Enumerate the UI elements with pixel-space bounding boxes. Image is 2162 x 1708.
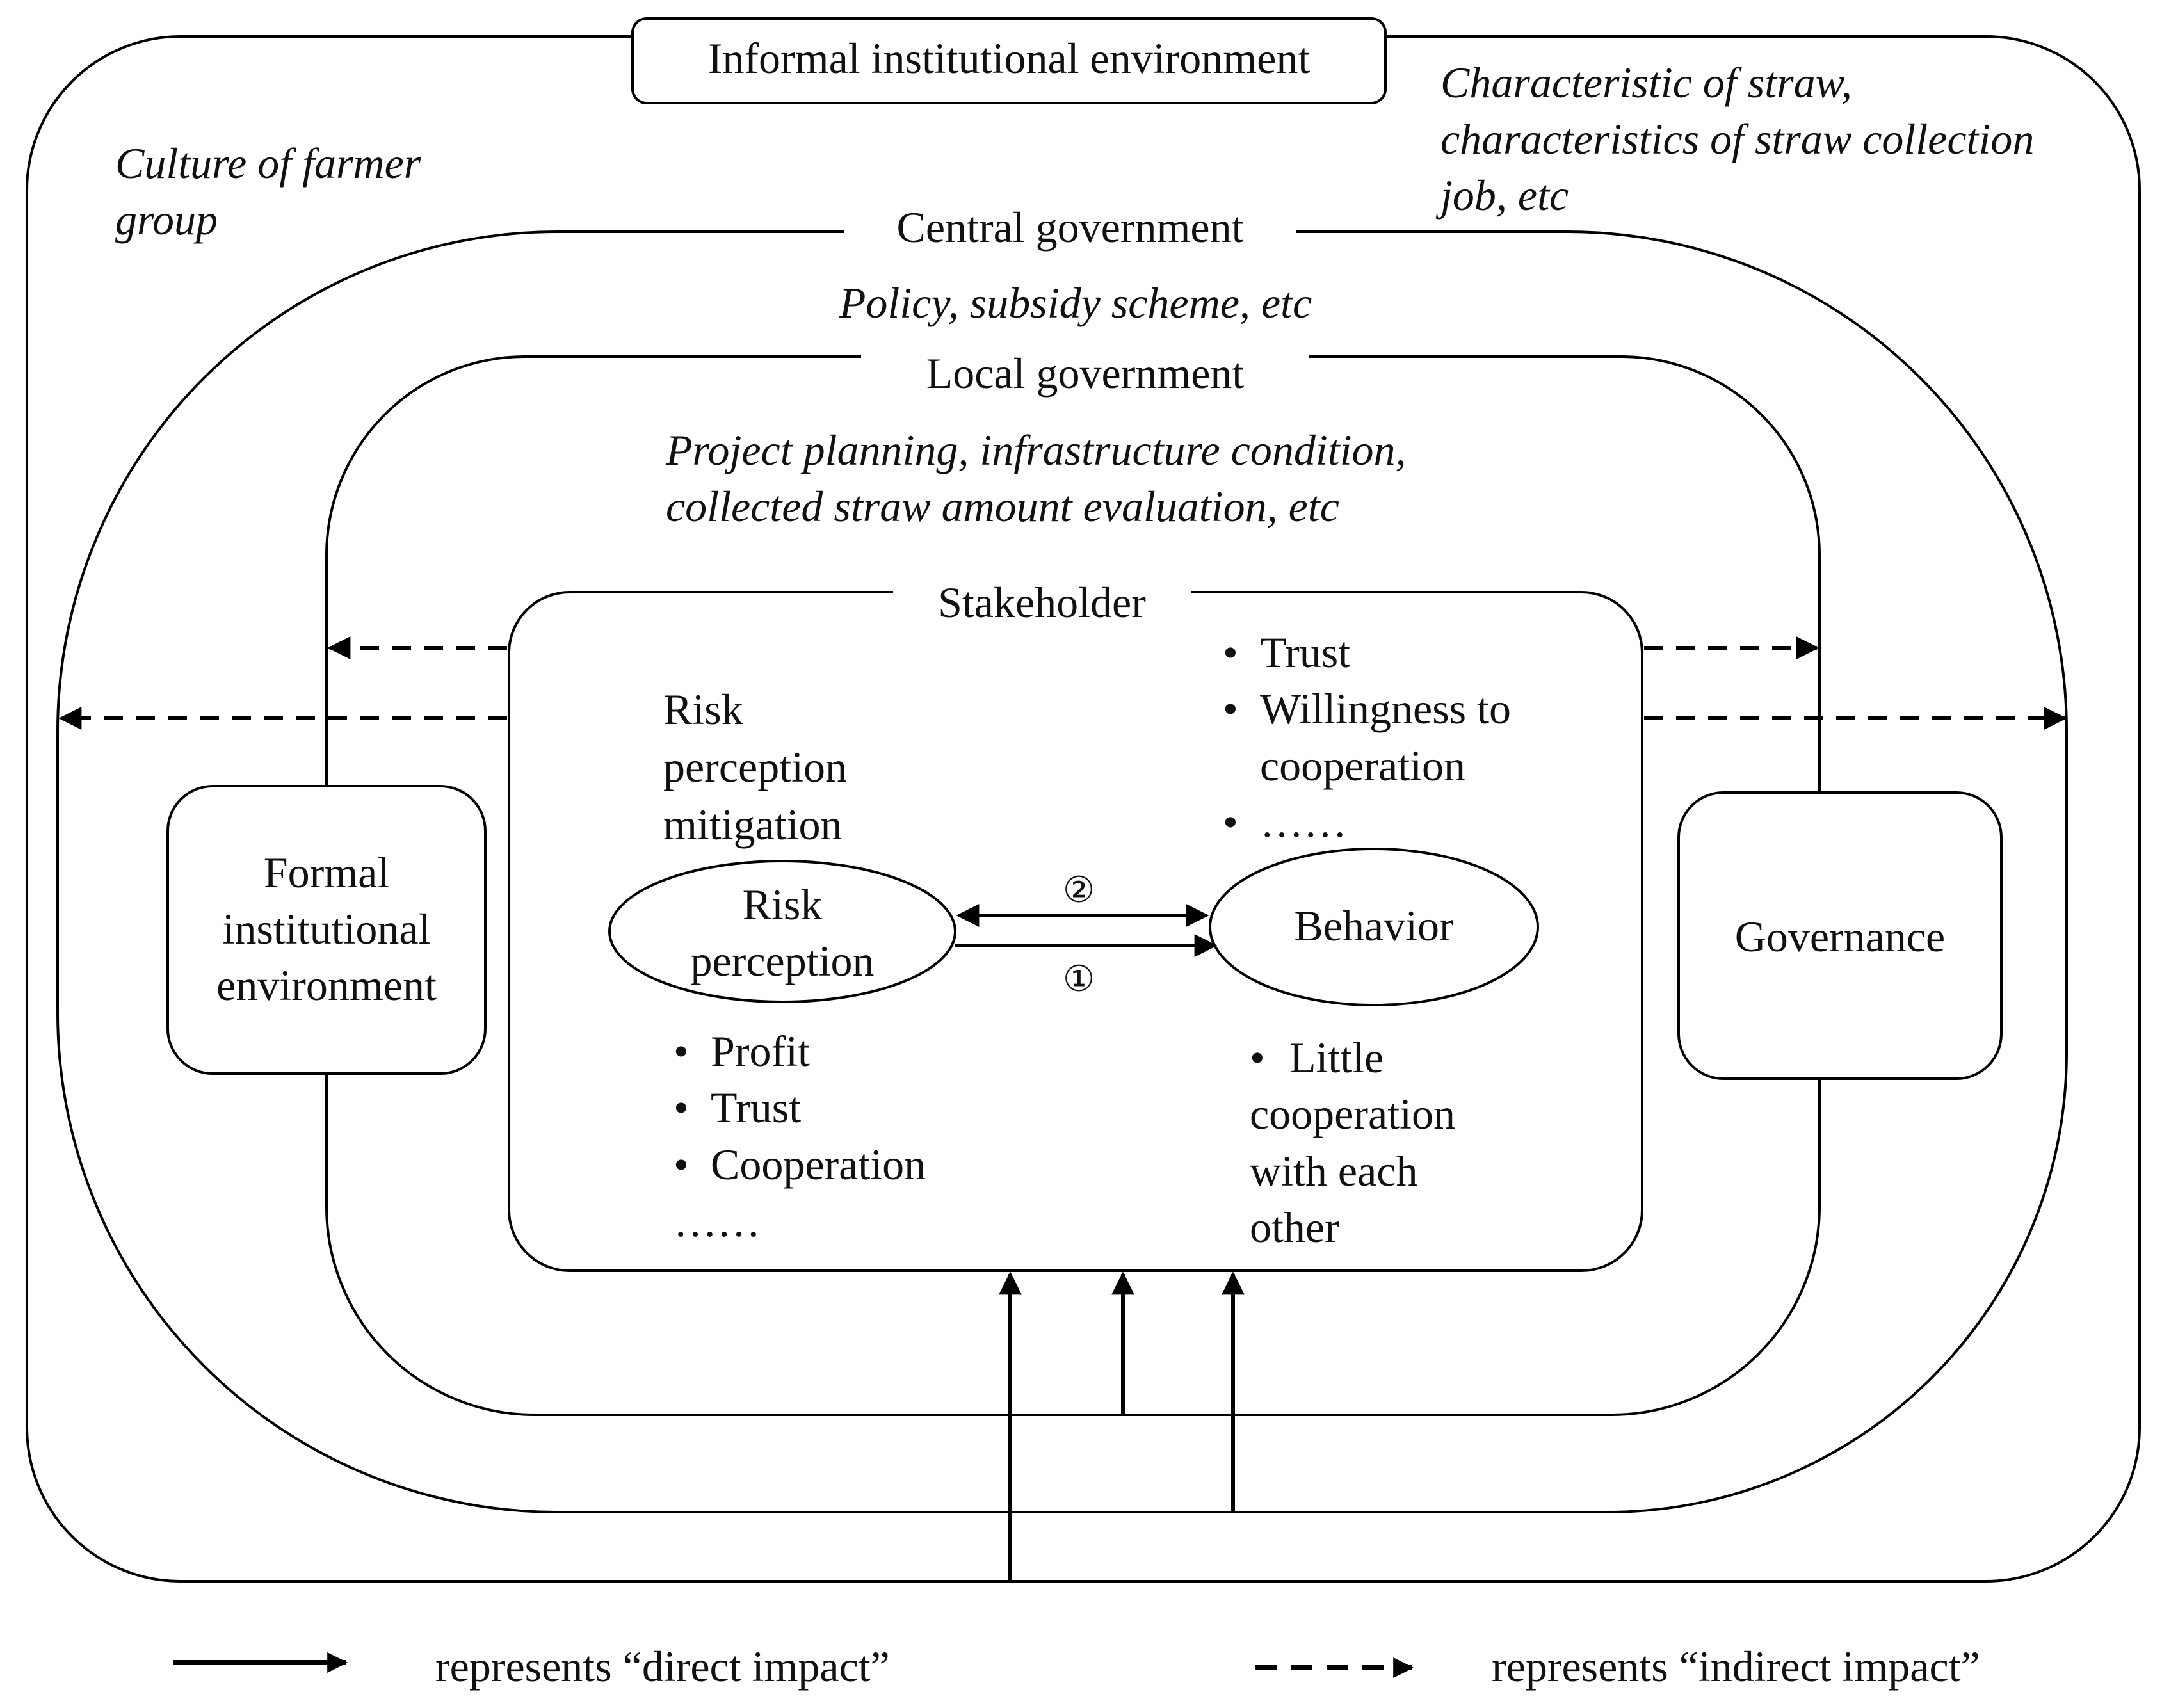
bullet: •: [674, 1027, 689, 1076]
formal-box-line3: environment: [216, 961, 437, 1010]
local-government-ring: [325, 355, 861, 786]
behavior-factors-list: • Trust • Willingness to cooperation • ……: [1223, 624, 1511, 851]
bullet: •: [1223, 684, 1238, 734]
behavior-factor-cooperation: cooperation: [1260, 741, 1465, 790]
bullet: •: [1223, 798, 1238, 847]
legend-indirect-label: represents “indirect impact”: [1492, 1642, 1980, 1691]
outcome-line4: other: [1250, 1203, 1339, 1252]
central-government-ring: [56, 230, 2068, 1513]
straw-note-line2: characteristics of straw collection: [1440, 115, 2035, 163]
mitigation-line2: perception: [663, 743, 847, 791]
central-government-title: Central government: [896, 203, 1244, 252]
informal-title-box: [631, 17, 1387, 104]
mark-one: ①: [1063, 958, 1095, 1000]
mark-two: ②: [1063, 869, 1095, 911]
straw-note-line3: job, etc: [1440, 171, 1569, 220]
governance-label: Governance: [1734, 912, 1946, 961]
straw-note-line1: Characteristic of straw,: [1440, 58, 1852, 107]
risk-perception-node: [608, 860, 956, 1003]
governance-box: [1677, 791, 2003, 1080]
risk-factor-cooperation: Cooperation: [711, 1140, 926, 1189]
central-government-note: Policy, subsidy scheme, etc: [839, 278, 1312, 327]
formal-box-line2: institutional: [222, 905, 431, 953]
culture-note-line2: group: [115, 195, 218, 244]
legend-direct-label: represents “direct impact”: [435, 1642, 890, 1691]
behavior-factor-more: ……: [1260, 798, 1347, 847]
bullet: •: [1250, 1033, 1265, 1082]
outcome-line3: with each: [1250, 1146, 1418, 1195]
bullet: •: [674, 1140, 689, 1189]
risk-factor-profit: Profit: [711, 1027, 810, 1076]
risk-node-label-line2: perception: [690, 937, 875, 985]
mitigation-line3: mitigation: [663, 800, 843, 849]
formal-box-line1: Formal: [263, 848, 390, 897]
stakeholder-frame: [508, 591, 1643, 1272]
stakeholder-title: Stakeholder: [938, 578, 1146, 627]
behavior-node: [1209, 848, 1539, 1006]
mitigation-line1: Risk: [663, 685, 743, 734]
local-government-title: Local government: [926, 349, 1245, 398]
risk-factors-more: ……: [674, 1197, 761, 1246]
local-government-note-line1: Project planning, infrastructure conditi…: [666, 426, 1407, 474]
local-government-note-line2: collected straw amount evaluation, etc: [666, 482, 1339, 531]
bullet: •: [1223, 628, 1238, 677]
outcome-line1: Little: [1289, 1033, 1384, 1082]
behavior-outcome: • Little cooperation with each other: [1250, 1029, 1455, 1256]
behavior-node-label: Behavior: [1294, 901, 1454, 950]
behavior-factor-trust: Trust: [1260, 628, 1351, 677]
behavior-factor-willingness: Willingness to: [1260, 684, 1512, 734]
culture-note-line1: Culture of farmer: [115, 139, 421, 188]
risk-factors-list: • Profit • Trust • Cooperation: [674, 1023, 926, 1193]
risk-factor-trust: Trust: [711, 1083, 802, 1132]
outcome-line2: cooperation: [1250, 1090, 1455, 1139]
risk-node-label-line1: Risk: [742, 880, 823, 929]
formal-institutional-box: [166, 785, 487, 1075]
bullet: •: [674, 1083, 689, 1132]
informal-environment-title: Informal institutional environment: [707, 34, 1311, 83]
